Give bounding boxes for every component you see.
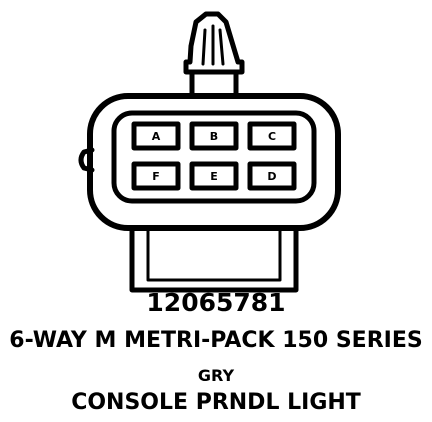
cavity-a: [131, 121, 181, 151]
part-number: 12065781: [146, 288, 286, 317]
cavity-label-e: E: [210, 170, 218, 183]
connector-description: 6-WAY M METRI-PACK 150 SERIES: [9, 328, 423, 353]
clip-stem: [189, 69, 239, 99]
cavity-e: [189, 161, 239, 191]
cavity-label-f: F: [152, 170, 160, 183]
cavity-label-a: A: [152, 130, 161, 143]
cavity-label-d: D: [267, 170, 276, 183]
cavity-label-c: C: [268, 130, 276, 143]
locking-tab: [78, 147, 95, 173]
mounting-clip: [183, 11, 245, 75]
connector-color: GRY: [197, 366, 235, 385]
cavity-label-b: B: [210, 130, 218, 143]
connector-application: CONSOLE PRNDL LIGHT: [71, 390, 361, 415]
cavity-f: [131, 161, 181, 191]
connector-body: [87, 93, 341, 231]
cavity-housing: [111, 110, 317, 204]
cavity-c: [247, 121, 297, 151]
cavity-d: [247, 161, 297, 191]
wire-exit-skirt: [129, 225, 299, 293]
cavity-b: [189, 121, 239, 151]
connector-drawing: A B C F E D: [78, 11, 341, 293]
